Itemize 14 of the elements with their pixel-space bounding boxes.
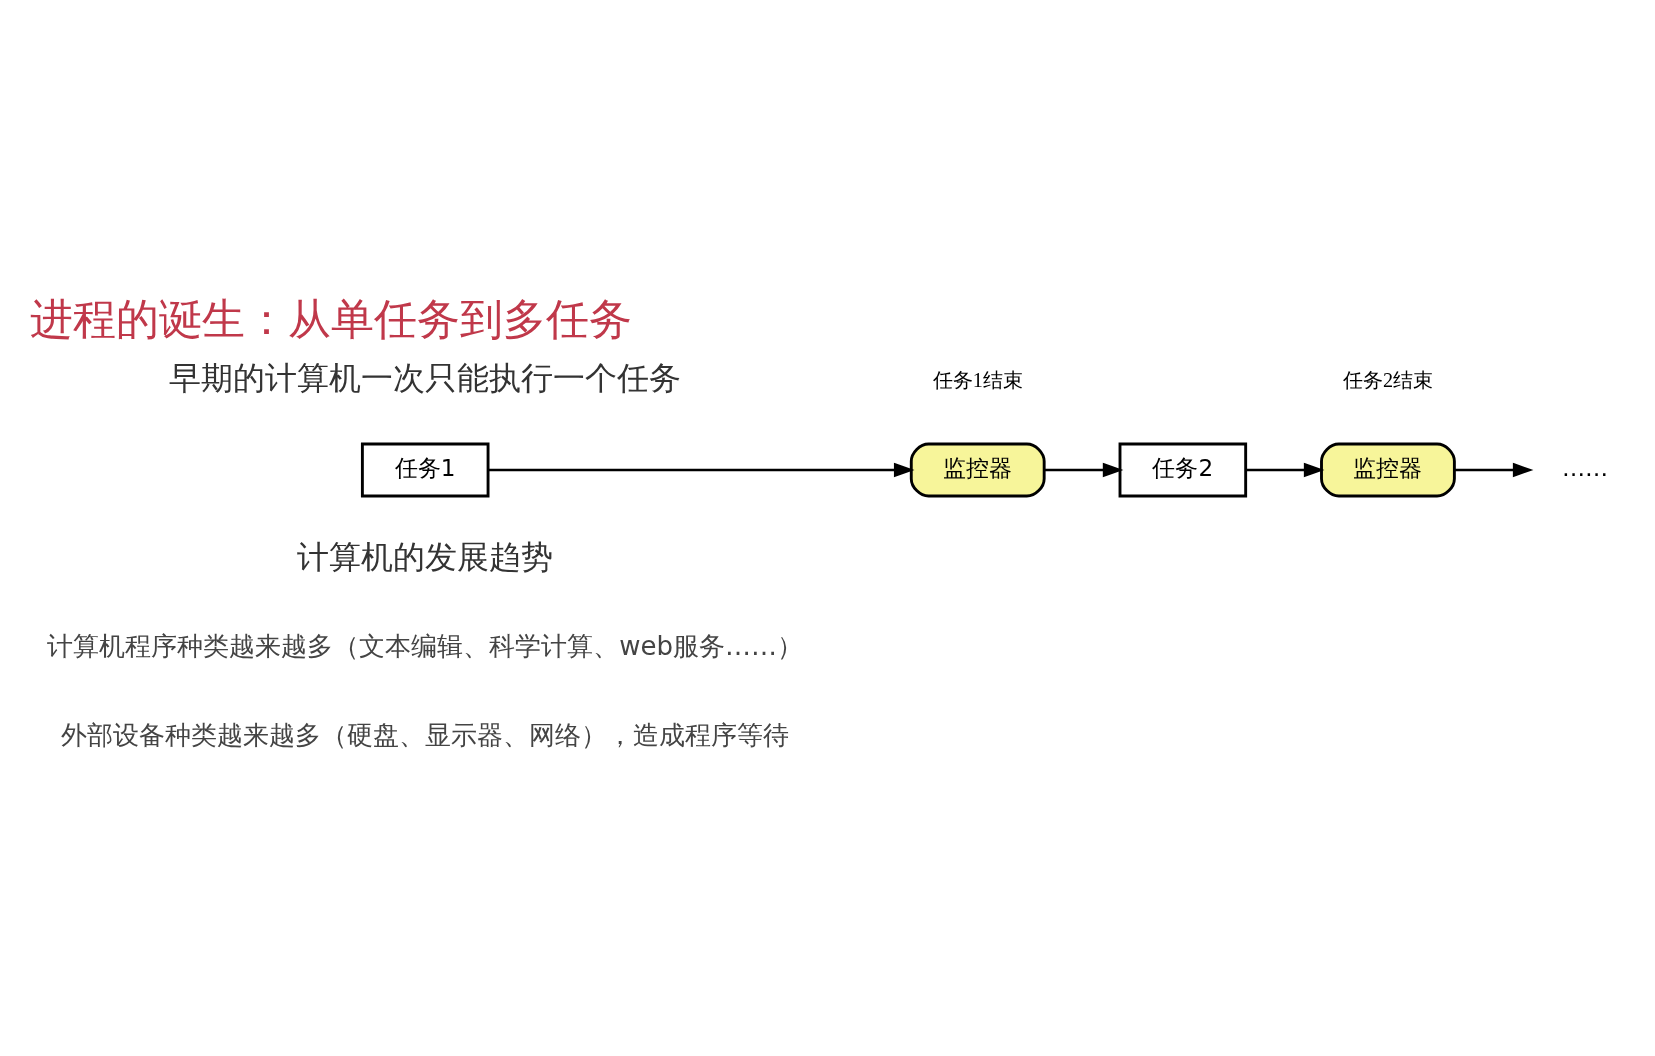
label: 早期的计算机一次只能执行一个任务 [169, 360, 682, 396]
arrow [1044, 462, 1124, 477]
diagram-title: 进程的诞生：从单任务到多任务 [29, 293, 632, 344]
node-box: 任务2 [1118, 442, 1248, 497]
label: 计算机的发展趋势 [297, 539, 554, 575]
node-box: 监控器 [1320, 442, 1456, 497]
arrow [1246, 462, 1325, 477]
node-box: 监控器 [909, 442, 1046, 497]
node-text: …… [1562, 453, 1609, 480]
arrow [1454, 462, 1534, 477]
node-box: 任务1 [360, 442, 490, 497]
label: 外部设备种类越来越多（硬盘、显示器、网络），造成程序等待 [61, 719, 790, 750]
arrow [488, 462, 915, 477]
label: 计算机程序种类越来越多（文本编辑、科学计算、web服务……） [47, 630, 804, 661]
